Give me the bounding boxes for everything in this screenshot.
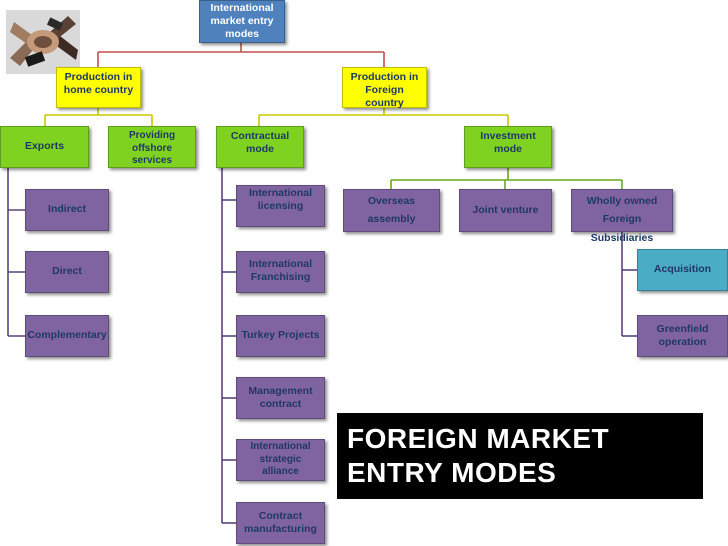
hands-clasped-photo	[6, 10, 80, 74]
complementary-label: Complementary	[27, 329, 107, 342]
slide-title-line2: ENTRY MODES	[347, 457, 557, 489]
strategic-alliance-label: International strategic alliance	[250, 441, 311, 478]
joint-venture-label: Joint venture	[472, 203, 539, 216]
investment-mode-node: Investment mode	[464, 126, 552, 168]
contract-manufacturing-label: Contract manufacturing	[244, 509, 317, 535]
international-franchising-label: International Franchising	[248, 258, 312, 284]
management-contract-label: Management contract	[248, 384, 313, 410]
root-connectors	[97, 42, 385, 67]
strategic-alliance-node: International strategic alliance	[236, 439, 325, 481]
slide-title: FOREIGN MARKET ENTRY MODES	[337, 413, 703, 499]
leaf-connectors	[7, 168, 637, 524]
production-home-label: Production in home country	[63, 71, 134, 97]
international-franchising-node: International Franchising	[236, 251, 325, 293]
indirect-node: Indirect	[25, 189, 109, 231]
management-contract-node: Management contract	[236, 377, 325, 419]
overseas-assembly-node: Overseas assembly	[343, 189, 440, 232]
root-label: International market entry modes	[210, 2, 274, 41]
turkey-projects-node: Turkey Projects	[236, 315, 325, 357]
slide-title-line1: FOREIGN MARKET	[347, 423, 610, 454]
production-foreign-node: Production in Foreign country	[342, 67, 427, 110]
acquisition-label: Acquisition	[653, 263, 712, 276]
exports-label: Exports	[24, 140, 65, 153]
international-licensing-label: International licensing	[248, 187, 312, 213]
production-home-node: Production in home country	[56, 67, 141, 108]
greenfield-operation-node: Greenfield operation	[637, 315, 728, 357]
wholly-owned-node: Wholly owned Foreign Subsidiaries	[571, 189, 673, 244]
direct-node: Direct	[25, 251, 109, 293]
indirect-label: Indirect	[48, 203, 86, 216]
acquisition-node: Acquisition	[637, 249, 728, 291]
contractual-mode-node: Contractual mode	[216, 126, 304, 168]
direct-label: Direct	[52, 265, 82, 278]
production-foreign-label: Production in Foreign country	[350, 71, 419, 110]
offshore-services-label: Providing offshore services	[128, 130, 176, 166]
root-node: International market entry modes	[199, 0, 285, 43]
contractual-mode-label: Contractual mode	[230, 130, 290, 156]
level1-connectors	[44, 108, 509, 126]
level2-connectors	[390, 168, 623, 189]
joint-venture-node: Joint venture	[459, 189, 552, 232]
international-licensing-node: International licensing	[236, 185, 325, 227]
greenfield-operation-label: Greenfield operation	[656, 322, 709, 348]
overseas-assembly-label: Overseas assembly	[367, 195, 416, 226]
turkey-projects-label: Turkey Projects	[241, 329, 320, 342]
exports-node: Exports	[0, 126, 89, 168]
complementary-node: Complementary	[25, 315, 109, 357]
wholly-owned-label: Wholly owned Foreign Subsidiaries	[586, 195, 658, 244]
investment-mode-label: Investment mode	[480, 130, 536, 156]
contract-manufacturing-node: Contract manufacturing	[236, 502, 325, 544]
offshore-services-node: Providing offshore services	[108, 126, 196, 168]
